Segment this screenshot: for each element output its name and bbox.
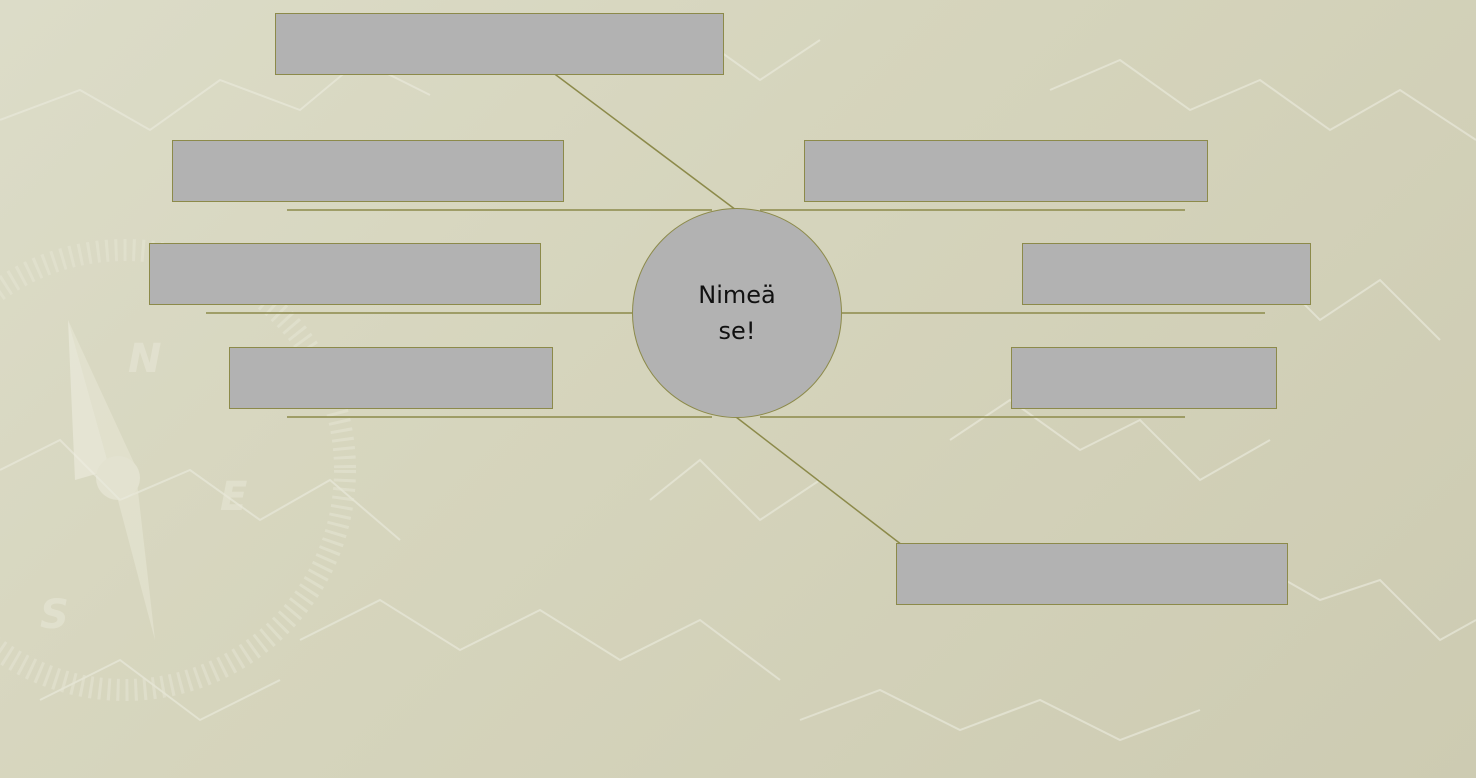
connector-top — [551, 71, 737, 211]
topic-box-left-2[interactable] — [149, 243, 541, 305]
topic-box-left-3[interactable] — [229, 347, 553, 409]
svg-text:S: S — [40, 592, 69, 638]
svg-text:E: E — [220, 474, 247, 520]
topic-box-right-1[interactable] — [804, 140, 1208, 202]
topic-box-bottom[interactable] — [896, 543, 1288, 605]
compass-rose-icon: N E S — [0, 239, 356, 701]
topic-box-right-3[interactable] — [1011, 347, 1277, 409]
topic-box-right-2[interactable] — [1022, 243, 1311, 305]
topic-box-top[interactable] — [275, 13, 724, 75]
central-topic-circle[interactable]: Nimeä se! — [632, 208, 842, 418]
svg-text:N: N — [128, 336, 161, 382]
topic-box-left-1[interactable] — [172, 140, 564, 202]
central-topic-label: Nimeä se! — [698, 281, 776, 345]
connector-bottom — [735, 416, 903, 546]
